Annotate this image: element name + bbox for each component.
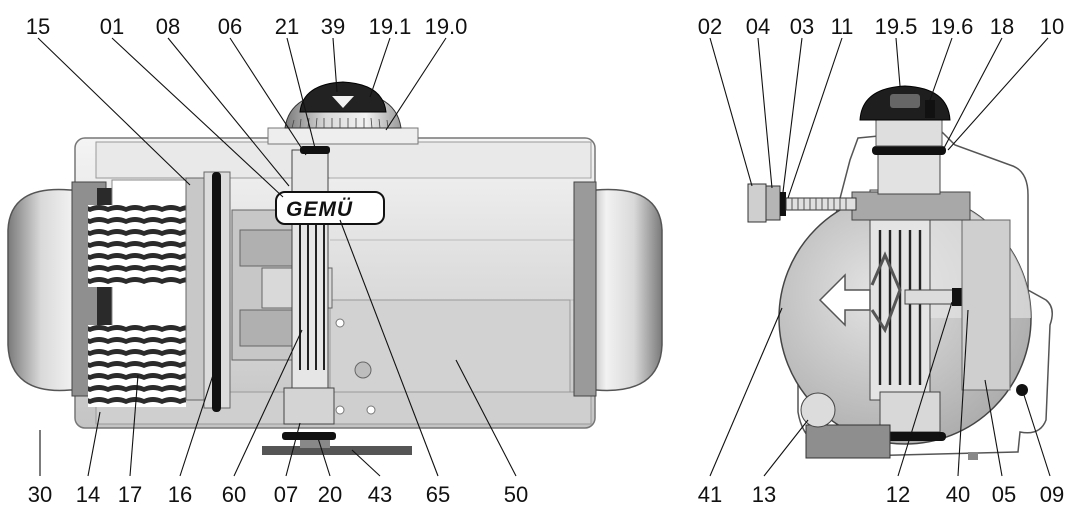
- part-label: 43: [368, 482, 392, 507]
- side-block: [961, 219, 1011, 391]
- part-label: 20: [318, 482, 342, 507]
- upper-o-ring: [300, 146, 330, 154]
- brand-plate: [275, 191, 385, 225]
- part-label: 30: [28, 482, 52, 507]
- part-label: 06: [218, 14, 242, 39]
- part-label: 05: [992, 482, 1016, 507]
- part-label: 19.0: [425, 14, 468, 39]
- part-labels: 15 01 08 06 21 39 19.1 19.0 02 04 03 11 …: [26, 14, 1064, 507]
- part-label: 40: [946, 482, 970, 507]
- piston-o-ring: [212, 172, 221, 412]
- part-label: 50: [504, 482, 528, 507]
- part-label: 11: [831, 14, 854, 39]
- drive-flange: [262, 446, 412, 455]
- part-label: 15: [26, 14, 50, 39]
- part-label: 41: [698, 482, 722, 507]
- upper-spring: [88, 205, 186, 287]
- right-actuator-view: [747, 85, 1053, 460]
- spring-retainer: [185, 177, 205, 401]
- part-label: 12: [886, 482, 910, 507]
- part-label: 19.6: [931, 14, 974, 39]
- part-label: 01: [100, 14, 124, 39]
- lower-spring: [88, 325, 186, 407]
- bottom-flange: [805, 424, 891, 459]
- part-label: 14: [76, 482, 100, 507]
- indicator-scale: [291, 117, 389, 129]
- part-label: 02: [698, 14, 722, 39]
- brand-logo: GEMÜ: [286, 198, 353, 221]
- part-label: 19.1: [369, 14, 412, 39]
- right-end-cap: [581, 188, 663, 392]
- indicator-arrow-icon: [332, 96, 354, 108]
- bottom-o-ring: [876, 432, 946, 441]
- washer: [780, 192, 786, 216]
- direction-arrow-icon: [818, 273, 871, 327]
- part-label: 04: [746, 14, 770, 39]
- lock-nut: [765, 185, 781, 221]
- top-o-ring: [872, 146, 946, 155]
- part-label: 13: [752, 482, 776, 507]
- part-label: 60: [222, 482, 246, 507]
- leader-lines: [37, 37, 1051, 477]
- lower-o-ring: [282, 432, 336, 440]
- part-label: 16: [168, 482, 192, 507]
- part-label: 18: [990, 14, 1014, 39]
- pinion-shaft: [291, 149, 329, 421]
- part-label: 07: [274, 482, 298, 507]
- part-label: 19.5: [875, 14, 918, 39]
- hex-nut: [747, 183, 767, 223]
- part-label: 17: [118, 482, 142, 507]
- vent-hole: [1016, 384, 1028, 396]
- pinion-teeth: [299, 210, 325, 370]
- plug-screw: [354, 361, 372, 379]
- drain-plug: [800, 392, 836, 428]
- left-actuator-view: GEMÜ: [7, 81, 663, 455]
- housing-top-rail: [95, 141, 592, 179]
- part-label: 08: [156, 14, 180, 39]
- part-label: 39: [321, 14, 345, 39]
- part-label: 03: [790, 14, 814, 39]
- part-label: 65: [426, 482, 450, 507]
- cap-latch: [925, 100, 935, 118]
- lower-bearing: [283, 387, 335, 425]
- side-plate: [329, 299, 571, 393]
- part-label: 10: [1040, 14, 1064, 39]
- part-label: 09: [1040, 482, 1064, 507]
- part-label: 21: [275, 14, 299, 39]
- adjuster-bar: [851, 191, 971, 221]
